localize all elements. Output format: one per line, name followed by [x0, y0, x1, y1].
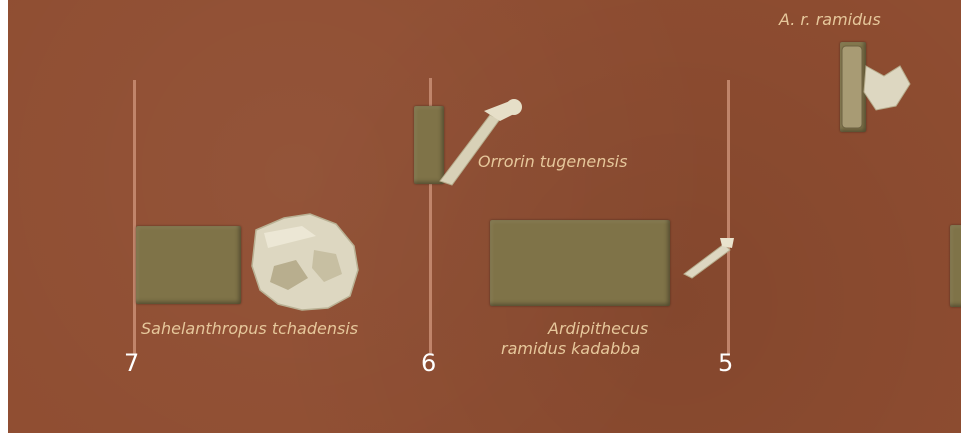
species-label-sahelanthropus: Sahelanthropus tchadensis: [141, 319, 358, 339]
species-label-kadabba-line2: ramidus kadabba: [501, 339, 640, 359]
time-tick-6: 6: [421, 350, 436, 376]
sahelanthropus-time-block: [136, 226, 241, 304]
time-tick-7: 7: [124, 350, 139, 376]
time-line-7: [133, 80, 136, 355]
ramidus-fossil-icon: [836, 40, 916, 135]
edge-time-block: [950, 225, 961, 307]
sahelanthropus-skull-icon: [244, 208, 369, 318]
species-label-orrorin: Orrorin tugenensis: [478, 152, 627, 172]
orrorin-femur-icon: [418, 93, 528, 188]
timeline-stage: Sahelanthropus tchadensis Orrorin tugene…: [8, 0, 961, 433]
kadabba-toe-bone-icon: [680, 232, 736, 282]
time-line-5: [727, 80, 730, 355]
species-label-kadabba-line1: Ardipithecus: [548, 319, 648, 339]
kadabba-time-block: [490, 220, 670, 306]
time-tick-5: 5: [718, 350, 733, 376]
species-label-ramidus: A. r. ramidus: [779, 10, 881, 30]
